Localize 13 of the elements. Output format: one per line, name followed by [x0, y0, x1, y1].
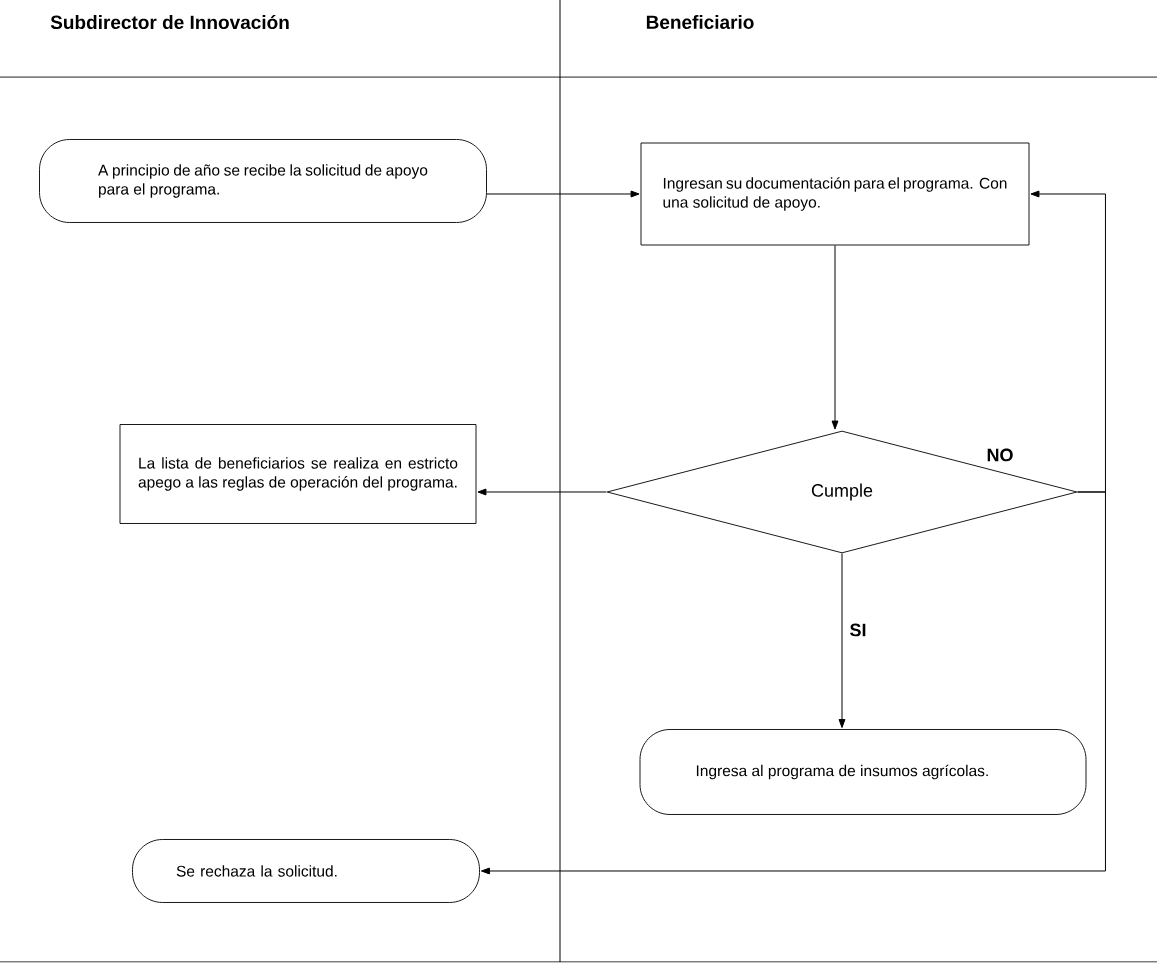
terminator-box: A principio de año se recibe la solicitud de apoyo para el programa. [39, 139, 487, 223]
lane-heading: Subdirector de Innovación [50, 14, 289, 30]
terminator-box: Se rechaza la solicitud. [132, 839, 480, 903]
process-box: Ingresan su documentación para el programa. Con una solicitud de apoyo. [640, 142, 1030, 246]
lane-heading: Beneficiario [646, 15, 754, 29]
process-box: La lista de beneficiarios se realiza en estricto apego a las reglas de operación del programa. [119, 424, 477, 524]
terminator-box: Ingresa al programa de insumos agrícolas. [639, 729, 1087, 815]
arrow [838, 552, 846, 729]
arrow [1030, 190, 1106, 493]
arrow [477, 488, 608, 496]
arrow [486, 190, 640, 198]
arrow [480, 491, 1106, 875]
arrow [831, 244, 839, 430]
